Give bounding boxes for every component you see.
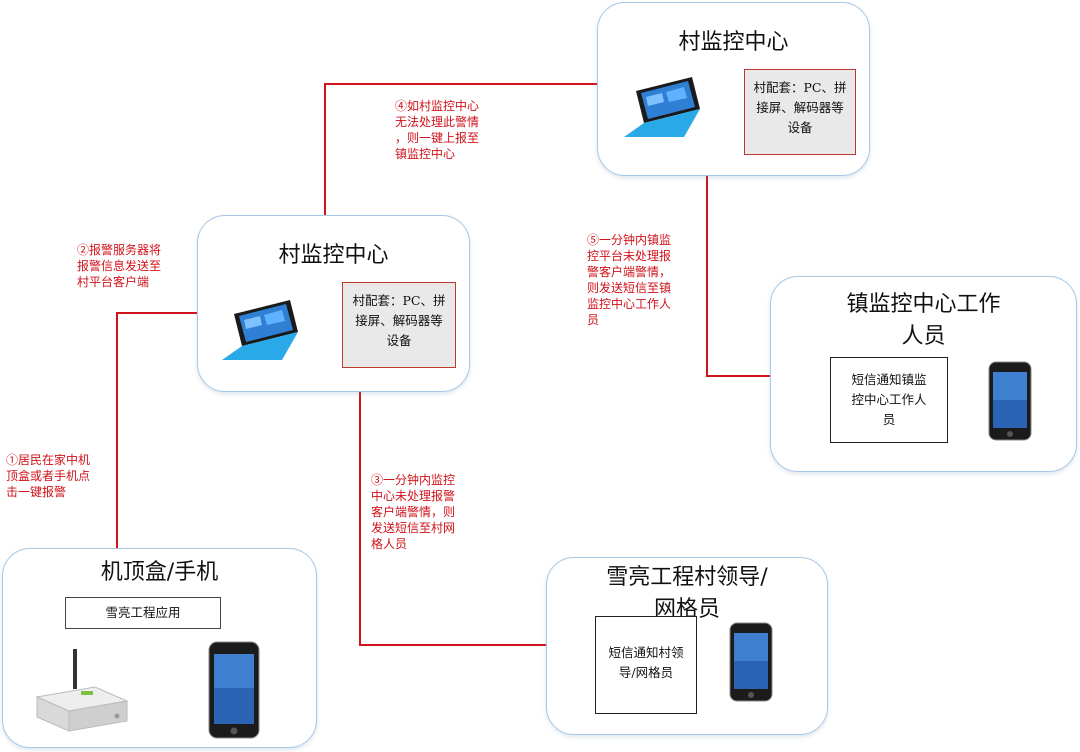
tablet-icon: [624, 77, 700, 137]
village-monitoring-center-middle: 村监控中心 村配套：PC、拼 接屏、解码器等 设备: [197, 215, 470, 392]
note-line: ③一分钟内监控: [371, 473, 456, 487]
town-monitoring-staff: 镇监控中心工作 人员 短信通知镇监 控中心工作人 员: [770, 276, 1077, 472]
note-line: 报警信息发送至: [77, 259, 162, 273]
node-title: 村监控中心: [678, 30, 789, 55]
equipment-line: 接屏、解码器等: [756, 100, 844, 115]
equipment-line: 接屏、解码器等: [355, 313, 443, 328]
connector-village-top-to-town: [706, 176, 770, 377]
equipment-box: 村配套：PC、拼 接屏、解码器等 设备: [744, 69, 856, 155]
sms-line: 导/网格员: [618, 665, 674, 680]
note-line: 格人员: [371, 537, 408, 551]
tablet-icon: [222, 300, 298, 360]
note-line: 控平台未处理报: [587, 249, 672, 263]
note-line: 发送短信至村网: [371, 521, 456, 535]
note-line: 警客户端警情，: [587, 265, 672, 279]
node-title: 雪亮工程村领导/ 网格员: [547, 562, 827, 626]
smartphone-icon: [988, 361, 1032, 441]
sms-line: 短信通知镇监: [851, 372, 927, 387]
note-line: 监控中心工作人: [587, 297, 672, 311]
equipment-line: 设备: [787, 120, 813, 135]
note-line: 顶盒或者手机点: [6, 469, 91, 483]
node-title: 机顶盒/手机: [100, 560, 219, 585]
equipment-line: 设备: [386, 333, 412, 348]
equipment-box: 村配套：PC、拼 接屏、解码器等 设备: [342, 282, 456, 368]
smartphone-icon: [208, 641, 260, 739]
note-line: 无法处理此警情: [395, 115, 480, 129]
note-line: ，则一键上报至: [395, 131, 480, 145]
connector-settop-to-village: [116, 312, 197, 548]
village-leader-grid-staff: 雪亮工程村领导/ 网格员 短信通知村领 导/网格员: [546, 557, 828, 735]
node-title: 镇监控中心工作 人员: [771, 289, 1076, 353]
step-3-note: ③一分钟内监控 中心未处理报警 客户端警情，则 发送短信至村网 格人员: [371, 472, 455, 552]
step-5-note: ⑤一分钟内镇监 控平台未处理报 警客户端警情， 则发送短信至镇 监控中心工作人 …: [587, 232, 671, 328]
app-label: 雪亮工程应用: [65, 597, 221, 629]
title-line: 雪亮工程村领导/: [606, 565, 768, 590]
smartphone-icon: [729, 622, 773, 702]
note-line: ②报警服务器将: [77, 243, 162, 257]
node-title: 村监控中心: [278, 243, 389, 268]
equipment-line: 村配套：PC、拼: [352, 293, 446, 308]
connector-village-to-leader: [359, 392, 546, 646]
note-line: 村平台客户端: [77, 275, 150, 289]
note-line: ④如村监控中心: [395, 99, 480, 113]
note-line: 中心未处理报警: [371, 489, 456, 503]
sms-line: 控中心工作人: [851, 392, 927, 407]
note-line: 则发送短信至镇: [587, 281, 672, 295]
village-monitoring-center-top: 村监控中心 村配套：PC、拼 接屏、解码器等 设备: [597, 2, 870, 176]
equipment-line: 村配套：PC、拼: [753, 80, 847, 95]
step-1-note: ①居民在家中机 顶盒或者手机点 击一键报警: [6, 452, 90, 500]
note-line: 镇监控中心: [395, 147, 456, 161]
note-line: ⑤一分钟内镇监: [587, 233, 672, 247]
step-4-note: ④如村监控中心 无法处理此警情 ，则一键上报至 镇监控中心: [395, 98, 479, 162]
sms-line: 员: [882, 412, 896, 427]
set-top-box-icon: [35, 649, 129, 732]
sms-line: 短信通知村领: [608, 645, 684, 660]
connector-village-to-village-top: [324, 83, 597, 215]
sms-notice-box: 短信通知村领 导/网格员: [595, 616, 697, 714]
note-line: ①居民在家中机: [6, 453, 91, 467]
step-2-note: ②报警服务器将 报警信息发送至 村平台客户端: [77, 242, 161, 290]
title-line: 人员: [901, 324, 946, 349]
title-line: 镇监控中心工作: [846, 292, 1001, 317]
note-line: 击一键报警: [6, 485, 67, 499]
note-line: 客户端警情，则: [371, 505, 456, 519]
settop-box-phone: 机顶盒/手机 雪亮工程应用: [2, 548, 317, 748]
sms-notice-box: 短信通知镇监 控中心工作人 员: [830, 357, 948, 443]
note-line: 员: [587, 313, 600, 327]
